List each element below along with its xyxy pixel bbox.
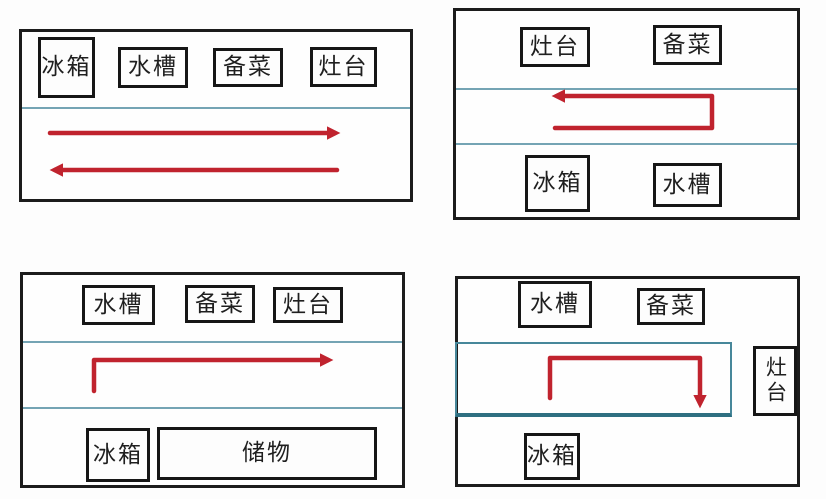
arrow-right-down-icon xyxy=(547,355,707,409)
counter-outline xyxy=(455,342,732,417)
zone-prep: 备菜 xyxy=(637,288,705,325)
counter-divider-line xyxy=(456,88,797,90)
zone-prep: 备菜 xyxy=(213,48,283,87)
zone-prep: 备菜 xyxy=(653,25,722,65)
zone-fridge: 冰箱 xyxy=(524,433,580,480)
zone-fridge: 冰箱 xyxy=(525,155,590,212)
zone-stove: 灶台 xyxy=(520,27,590,67)
zone-fridge: 冰箱 xyxy=(86,428,150,482)
arrow-up-right-icon xyxy=(91,353,334,394)
arrow-u-turn-left-icon xyxy=(551,89,715,131)
counter-divider-line xyxy=(23,407,402,409)
panel-double-row-storage: 水槽 备菜 灶台 冰箱 储物 xyxy=(20,272,405,488)
flow-arrows xyxy=(91,353,334,394)
flow-arrows xyxy=(547,355,707,409)
zone-fridge: 冰箱 xyxy=(38,37,95,98)
panel-double-row: 灶台 备菜 冰箱 水槽 xyxy=(453,8,800,220)
zone-sink: 水槽 xyxy=(518,281,592,328)
zone-storage: 储物 xyxy=(157,427,377,480)
counter-divider-line xyxy=(22,107,410,109)
flow-arrows xyxy=(551,89,715,131)
flow-arrows xyxy=(47,126,341,177)
counter-divider-line xyxy=(23,341,402,343)
zone-sink: 水槽 xyxy=(82,285,155,325)
panel-one-wall: 冰箱 水槽 备菜 灶台 xyxy=(19,29,413,202)
zone-sink: 水槽 xyxy=(118,47,188,88)
zone-stove: 灶台 xyxy=(310,47,377,87)
zone-sink: 水槽 xyxy=(653,163,722,207)
panel-l-shape: 水槽 备菜 灶台 冰箱 xyxy=(455,276,800,487)
zone-stove: 灶台 xyxy=(753,346,797,416)
counter-divider-line xyxy=(456,143,797,145)
zone-prep: 备菜 xyxy=(185,285,255,323)
zone-stove: 灶台 xyxy=(273,287,343,323)
